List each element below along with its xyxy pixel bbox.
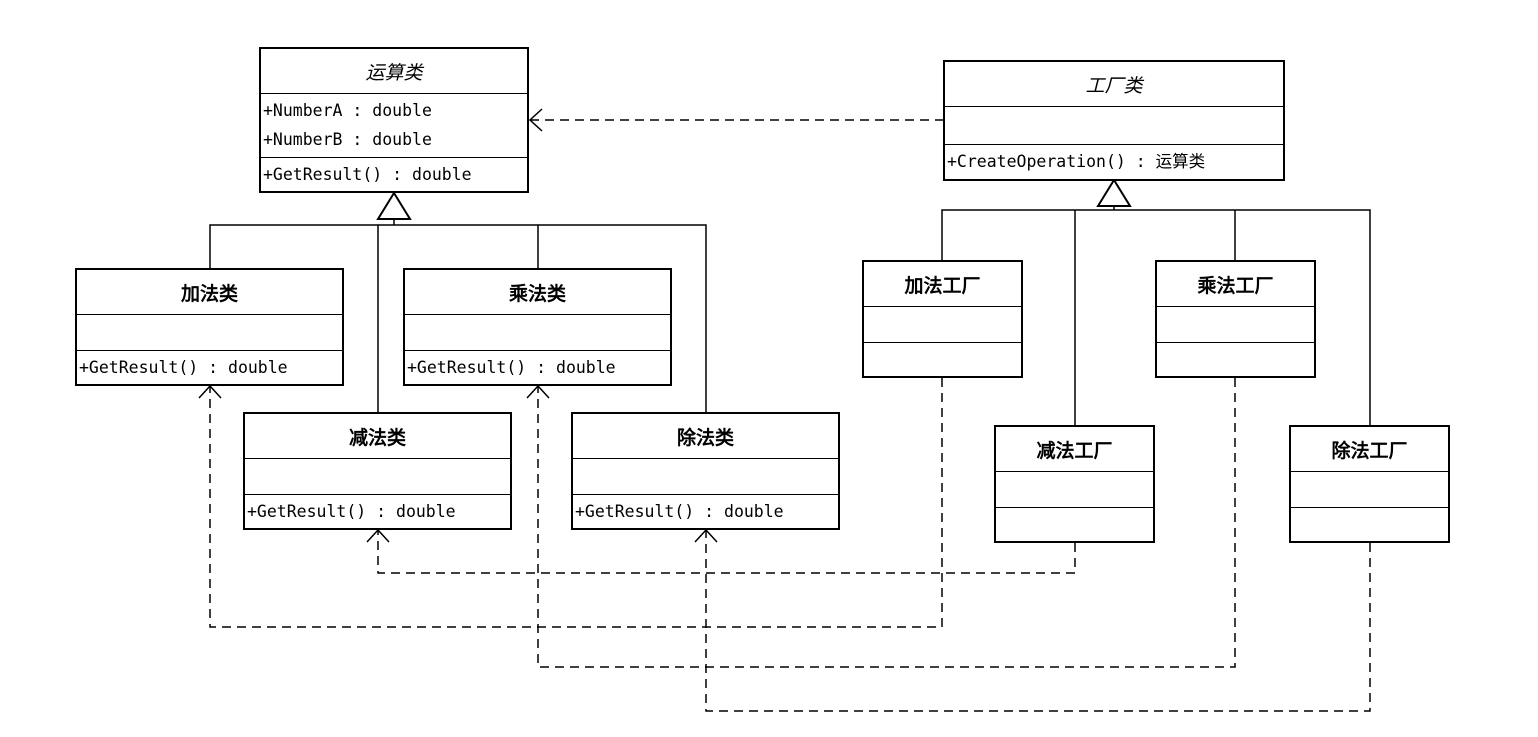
operation-get-result: +GetResult() : double — [407, 358, 616, 377]
class-div-factory[interactable]: 除法工厂 — [1289, 425, 1450, 543]
class-add-attributes — [77, 314, 342, 350]
class-factory-name: 工厂类 — [1085, 74, 1143, 97]
class-add-factory-name: 加法工厂 — [904, 274, 981, 297]
class-sub-factory-operations — [996, 507, 1153, 541]
operation-create-operation: +CreateOperation() : 运算类 — [947, 152, 1206, 171]
class-div-factory-operations — [1291, 507, 1448, 541]
dependency-arrowhead-operation — [528, 108, 543, 132]
class-add-factory-operations — [864, 342, 1021, 376]
class-sub-factory-attributes — [996, 471, 1153, 507]
inheritance-line-add — [209, 224, 707, 412]
operation-get-result: +GetResult() : double — [263, 165, 472, 184]
dependency-arrowhead-sub — [366, 528, 390, 543]
class-sub[interactable]: 减法类 +GetResult() : double — [243, 412, 512, 530]
class-div-factory-name: 除法工厂 — [1331, 439, 1408, 462]
class-mul-factory-name: 乘法工厂 — [1197, 274, 1274, 297]
class-div[interactable]: 除法类 +GetResult() : double — [571, 412, 840, 530]
class-add-operations: +GetResult() : double — [77, 350, 342, 384]
operation-get-result: +GetResult() : double — [575, 502, 784, 521]
class-operation-name: 运算类 — [365, 61, 423, 84]
attribute-number-a: +NumberA : double — [263, 101, 432, 120]
factory-inheritance-lines — [941, 206, 1371, 425]
inheritance-arrowhead-factory — [1096, 178, 1132, 207]
operation-get-result: +GetResult() : double — [247, 502, 456, 521]
class-add-name: 加法类 — [180, 282, 238, 305]
class-mul-factory[interactable]: 乘法工厂 — [1155, 260, 1316, 378]
class-mul-name: 乘法类 — [508, 282, 566, 305]
class-div-factory-attributes — [1291, 471, 1448, 507]
class-factory[interactable]: 工厂类 +CreateOperation() : 运算类 — [943, 60, 1285, 181]
class-mul-factory-attributes — [1157, 306, 1314, 342]
class-mul-attributes — [405, 314, 670, 350]
class-sub-name: 减法类 — [348, 426, 406, 449]
dependency-line-mul-factory — [537, 378, 1236, 668]
class-factory-attributes — [945, 106, 1283, 144]
class-operation-operations: +GetResult() : double — [261, 157, 527, 191]
class-mul[interactable]: 乘法类 +GetResult() : double — [403, 268, 672, 386]
class-div-operations: +GetResult() : double — [573, 494, 838, 528]
class-div-attributes — [573, 458, 838, 494]
class-sub-factory-name: 减法工厂 — [1036, 439, 1113, 462]
class-add-factory[interactable]: 加法工厂 — [862, 260, 1023, 378]
inheritance-line-factory-add — [941, 209, 1371, 425]
class-operation[interactable]: 运算类 +NumberA : double +NumberB : double … — [259, 47, 529, 193]
class-mul-factory-operations — [1157, 342, 1314, 376]
class-mul-operations: +GetResult() : double — [405, 350, 670, 384]
attribute-number-b: +NumberB : double — [263, 130, 432, 149]
dependency-line-div-factory — [705, 530, 1371, 712]
class-sub-operations: +GetResult() : double — [245, 494, 510, 528]
dependency-arrowheads-products — [198, 384, 718, 543]
dependency-arrowhead-mul — [526, 384, 550, 399]
class-sub-factory[interactable]: 减法工厂 — [994, 425, 1155, 543]
class-add-factory-attributes — [864, 306, 1021, 342]
operation-get-result: +GetResult() : double — [79, 358, 288, 377]
inheritance-arrowhead-product — [376, 191, 412, 220]
dependency-arrowhead-div — [694, 528, 718, 543]
class-add[interactable]: 加法类 +GetResult() : double — [75, 268, 344, 386]
dependency-line-add-factory — [209, 378, 943, 628]
class-div-name: 除法类 — [676, 426, 734, 449]
class-operation-attributes: +NumberA : double +NumberB : double — [261, 93, 527, 157]
dependency-arrowhead-add — [198, 384, 222, 399]
class-sub-attributes — [245, 458, 510, 494]
dependency-line-sub-factory — [377, 530, 1076, 574]
class-factory-operations: +CreateOperation() : 运算类 — [945, 144, 1283, 179]
